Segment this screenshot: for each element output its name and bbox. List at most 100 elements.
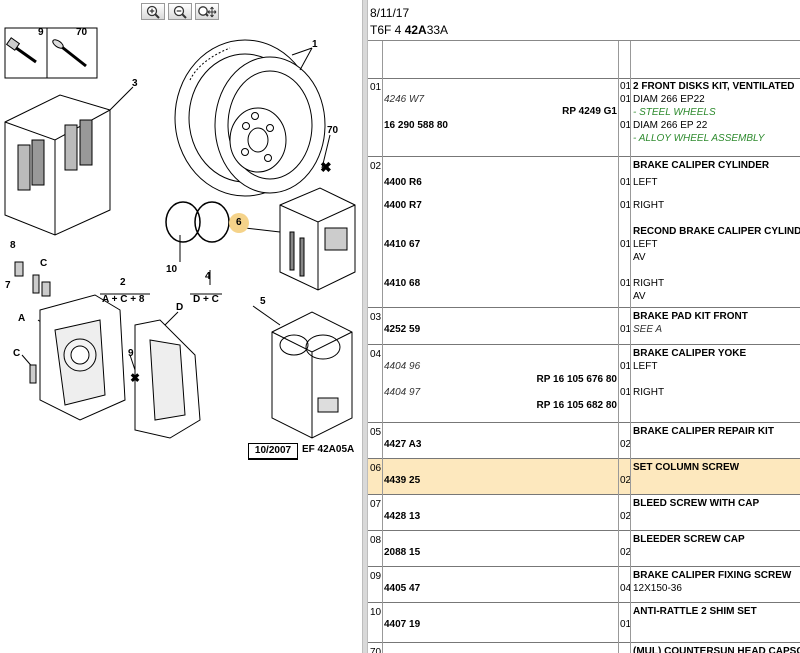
zoom-move-button[interactable] bbox=[195, 3, 219, 20]
part-reference[interactable]: 4246 W7 bbox=[384, 94, 425, 105]
column-divider bbox=[618, 41, 619, 653]
quantity: 02 bbox=[620, 475, 632, 486]
part-reference[interactable]: 4439 25 bbox=[384, 475, 421, 486]
parts-row[interactable]: 10 ANTI-RATTLE 2 SHIM SET 4407 19 01 bbox=[368, 603, 800, 643]
part-description: - STEEL WHEELS bbox=[633, 107, 716, 118]
callout-label-highlighted[interactable]: 6 bbox=[236, 217, 242, 228]
quantity: 01 bbox=[620, 361, 632, 372]
catalog-code: T6F 4 42A33A bbox=[370, 23, 449, 37]
part-description: LEFT bbox=[633, 239, 658, 250]
row-index: 70 bbox=[370, 647, 382, 653]
part-reference[interactable]: 4405 47 bbox=[384, 583, 421, 594]
parts-row[interactable]: 05 BRAKE CALIPER REPAIR KIT 4427 A3 02 bbox=[368, 423, 800, 459]
quantity: 01 bbox=[620, 619, 632, 630]
quantity: 01 bbox=[620, 387, 632, 398]
table-column-header bbox=[368, 41, 800, 79]
diagram-pane[interactable]: ✖ bbox=[0, 0, 362, 653]
row-index: 01 bbox=[370, 82, 382, 93]
zoom-out-icon bbox=[173, 5, 187, 19]
callout-label: 5 bbox=[260, 296, 266, 307]
zoom-toolbar bbox=[141, 3, 219, 20]
catalog-header: 8/11/17 T6F 4 42A33A bbox=[368, 0, 800, 40]
part-reference[interactable]: 4400 R7 bbox=[384, 200, 422, 211]
callout-label: C bbox=[40, 258, 48, 269]
part-reference[interactable]: 4407 19 bbox=[384, 619, 421, 630]
row-index: 07 bbox=[370, 499, 382, 510]
part-reference[interactable]: 4252 59 bbox=[384, 324, 421, 335]
part-reference[interactable]: 4410 67 bbox=[384, 239, 421, 250]
part-description: BRAKE CALIPER CYLINDER bbox=[633, 160, 770, 171]
quantity: 01 bbox=[620, 278, 632, 289]
part-reference[interactable]: 4410 68 bbox=[384, 278, 421, 289]
replacement-part-reference[interactable]: RP 4249 G1 bbox=[562, 106, 617, 117]
part-reference[interactable]: 4427 A3 bbox=[384, 439, 422, 450]
part-reference[interactable]: 4404 97 bbox=[384, 387, 421, 398]
replacement-part-reference[interactable]: RP 16 105 676 80 bbox=[536, 374, 617, 385]
part-description: DIAM 266 EP 22 bbox=[633, 120, 708, 131]
part-description: BLEED SCREW WITH CAP bbox=[633, 498, 760, 509]
part-description: AV bbox=[633, 291, 646, 302]
part-reference[interactable]: 4404 96 bbox=[384, 361, 421, 372]
callout-label: 70 bbox=[76, 27, 88, 38]
part-description: 2 FRONT DISKS KIT, VENTILATED bbox=[633, 81, 795, 92]
part-reference[interactable]: 16 290 588 80 bbox=[384, 120, 448, 131]
part-description: AV bbox=[633, 252, 646, 263]
row-index: 04 bbox=[370, 349, 382, 360]
part-reference[interactable]: 4428 13 bbox=[384, 511, 421, 522]
callout-label: 3 bbox=[132, 78, 138, 89]
callout-label: 2 bbox=[120, 277, 126, 288]
callout-label: 8 bbox=[10, 240, 16, 251]
row-index: 09 bbox=[370, 571, 382, 582]
callout-label: 4 bbox=[205, 271, 211, 282]
part-description: RIGHT bbox=[633, 200, 665, 211]
quantity: 04 bbox=[620, 583, 632, 594]
exploded-parts-diagram: ✖ bbox=[4, 27, 356, 439]
diagram-code: EF 42A05A bbox=[302, 444, 355, 455]
row-index: 10 bbox=[370, 607, 382, 618]
part-reference[interactable]: 2088 15 bbox=[384, 547, 421, 558]
part-description: RIGHT bbox=[633, 278, 665, 289]
part-reference[interactable]: 4400 R6 bbox=[384, 177, 422, 188]
quantity: 01 bbox=[620, 94, 632, 105]
part-description: LEFT bbox=[633, 361, 658, 372]
pane-splitter[interactable] bbox=[362, 0, 368, 653]
quantity: 01 bbox=[620, 81, 632, 92]
row-index: 06 bbox=[370, 463, 382, 474]
part-description: BLEEDER SCREW CAP bbox=[633, 534, 745, 545]
quantity: 01 bbox=[620, 120, 632, 131]
quantity: 02 bbox=[620, 439, 632, 450]
zoom-in-button[interactable] bbox=[141, 3, 165, 20]
quantity: 01 bbox=[620, 200, 632, 211]
callout-label: 7 bbox=[5, 280, 11, 291]
row-index: 05 bbox=[370, 427, 382, 438]
column-divider bbox=[382, 41, 383, 653]
quantity: 02 bbox=[620, 547, 632, 558]
callout-label: D + C bbox=[193, 294, 219, 305]
part-description: SEE A bbox=[633, 324, 663, 335]
quantity: 01 bbox=[620, 239, 632, 250]
part-description: BRAKE CALIPER YOKE bbox=[633, 348, 747, 359]
part-description: BRAKE CALIPER REPAIR KIT bbox=[633, 426, 774, 437]
callout-label: 1 bbox=[312, 39, 318, 50]
column-divider bbox=[630, 41, 631, 653]
callout-label: 9 bbox=[128, 348, 134, 359]
callout-label: C bbox=[13, 348, 21, 359]
zoom-out-button[interactable] bbox=[168, 3, 192, 20]
callout-label: A + C + 8 bbox=[102, 294, 145, 305]
part-description: - ALLOY WHEEL ASSEMBLY bbox=[633, 133, 765, 144]
callout-label: A bbox=[18, 313, 26, 324]
catalog-date: 8/11/17 bbox=[370, 6, 410, 20]
parts-row[interactable]: 70(MUL) COUNTERSUN HEAD CAPSCREW bbox=[368, 643, 800, 653]
replacement-part-reference[interactable]: RP 16 105 682 80 bbox=[536, 400, 617, 411]
part-description: RIGHT bbox=[633, 387, 665, 398]
part-description: ANTI-RATTLE 2 SHIM SET bbox=[633, 606, 757, 617]
